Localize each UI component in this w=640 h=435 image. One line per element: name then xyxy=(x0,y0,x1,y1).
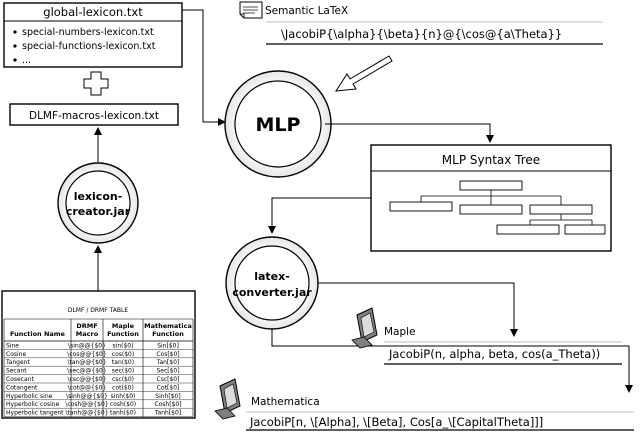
table-header: Macro xyxy=(76,330,99,338)
table-cell: Cotangent xyxy=(6,384,38,391)
table-grid: Function NameDRMFMacroMapleFunctionMathe… xyxy=(3,318,194,417)
latex-converter-node: latex- converter.jar xyxy=(225,236,319,330)
mathematica-expression: JacobiP[n, \[Alpha], \[Beta], Cos[a_\[Ca… xyxy=(249,415,543,429)
table-cell: Secant xyxy=(6,368,27,375)
table-cell: csc($0) xyxy=(112,376,134,383)
table-cell: Tanh[$0] xyxy=(154,410,181,417)
semantic-latex-label: Semantic LaTeX xyxy=(265,5,348,17)
lexicon-creator-node: lexicon- creator.jar xyxy=(57,162,139,244)
table-cell: \cot@@{$0} xyxy=(68,384,107,391)
mathematica-label: Mathematica xyxy=(251,396,320,408)
table-cell: Hyperbolic sine xyxy=(6,393,53,400)
lexicon-item: special-functions-lexicon.txt xyxy=(22,41,156,52)
table-cell: Cos[$0] xyxy=(156,351,179,358)
hollow-arrow-icon xyxy=(335,55,393,92)
global-lexicon-box: global-lexicon.txt special-numbers-lexic… xyxy=(3,2,183,68)
plus-icon: + xyxy=(83,71,109,96)
table-cell: \sec@@{$0} xyxy=(67,368,107,375)
table-cell: \cosh@@{$0} xyxy=(65,401,108,408)
lexicon-creator-label-line2: creator.jar xyxy=(66,205,131,218)
table-cell: Sin[$0] xyxy=(157,342,179,349)
table-cell: \sinh@@{$0} xyxy=(66,393,108,400)
arrow-converter-to-mathematica xyxy=(271,329,633,393)
lexicon-creator-label-line1: lexicon- xyxy=(74,190,123,203)
table-header: Mathematica xyxy=(144,322,192,330)
latex-converter-label-line2: converter.jar xyxy=(232,286,312,299)
arrow-lexicon-to-mlp xyxy=(182,9,226,126)
computer-monitor-icon xyxy=(214,378,241,420)
maple-label: Maple xyxy=(384,326,416,338)
table-cell: cosh($0) xyxy=(110,401,136,408)
table-header: Maple xyxy=(112,322,135,330)
arrow-tree-to-converter xyxy=(268,197,371,234)
table-header: Function xyxy=(152,330,184,338)
mlp-label: MLP xyxy=(256,114,301,136)
maple-output: Maple JacobiP(n, alpha, beta, cos(a_Thet… xyxy=(351,307,622,365)
table-cell: Cot[$0] xyxy=(157,384,180,391)
table-cell: cos($0) xyxy=(112,351,134,358)
semantic-latex-group: Semantic LaTeX \JacobiP{\alpha}{\beta}{n… xyxy=(239,1,603,45)
table-cell: tan($0) xyxy=(112,359,134,366)
table-cell: Cosine xyxy=(6,351,26,358)
table-cell: Csc[$0] xyxy=(157,376,180,383)
arrow-mlp-to-tree xyxy=(325,123,494,143)
latex-converter-label-line1: latex- xyxy=(254,270,290,283)
table-cell: Sinh[$0] xyxy=(155,393,180,400)
mathematica-output: Mathematica JacobiP[n, \[Alpha], \[Beta]… xyxy=(214,378,634,431)
table-title: DLMF / DRMF TABLE xyxy=(68,307,129,314)
table-cell: sin($0) xyxy=(113,342,134,349)
document-icon xyxy=(239,1,263,19)
maple-expression: JacobiP(n, alpha, beta, cos(a_Theta)) xyxy=(388,347,600,361)
table-cell: sinh($0) xyxy=(111,393,136,400)
bullet-icon xyxy=(13,44,17,48)
table-cell: \sin@@{$0} xyxy=(68,342,106,349)
lexicon-item: special-numbers-lexicon.txt xyxy=(22,27,154,38)
table-cell: tanh($0) xyxy=(110,410,136,417)
mlp-node: MLP xyxy=(224,70,332,178)
bullet-icon xyxy=(13,30,17,34)
table-header: Function xyxy=(107,330,139,338)
table-cell: Cosh[$0] xyxy=(154,401,181,408)
table-cell: sec($0) xyxy=(112,368,134,375)
table-cell: Sine xyxy=(6,342,19,349)
dlmf-drmf-table: DLMF / DRMF TABLE Function Name DRMFMacro… xyxy=(1,290,196,419)
table-cell: \tanh@@{$0} xyxy=(66,410,109,417)
dlmf-macros-lexicon-box: DLMF-macros-lexicon.txt xyxy=(9,103,179,126)
table-cell: Sec[$0] xyxy=(156,368,179,375)
semantic-latex-expression: \JacobiP{\alpha}{\beta}{n}@{\cos@{a\Thet… xyxy=(281,27,562,41)
computer-monitor-icon xyxy=(351,307,378,349)
table-cell: cot($0) xyxy=(112,384,134,391)
bullet-icon xyxy=(13,58,17,62)
table-cell: \cos@@{$0} xyxy=(67,351,107,358)
table-cell: \tan@@{$0} xyxy=(67,359,106,366)
syntax-tree-box: MLP Syntax Tree xyxy=(370,144,612,252)
lexicon-item: ... xyxy=(22,55,31,66)
table-cell: Tan[$0] xyxy=(156,359,179,366)
syntax-tree-title: MLP Syntax Tree xyxy=(442,153,540,167)
table-header: Function Name xyxy=(10,330,66,338)
dlmf-macros-lexicon-label: DLMF-macros-lexicon.txt xyxy=(29,110,159,122)
table-cell: Hyperbolic tangent xyxy=(6,410,64,417)
global-lexicon-title: global-lexicon.txt xyxy=(43,5,143,19)
tree-diagram-icon xyxy=(389,180,606,235)
table-cell: Tangent xyxy=(5,359,30,366)
table-cell: Hyperbolic cosine xyxy=(6,401,60,408)
table-cell: Cosecant xyxy=(6,376,34,383)
table-cell: \csc@@{$0} xyxy=(67,376,106,383)
table-header: DRMF xyxy=(76,322,97,330)
arrow-converter-to-maple xyxy=(318,282,518,337)
